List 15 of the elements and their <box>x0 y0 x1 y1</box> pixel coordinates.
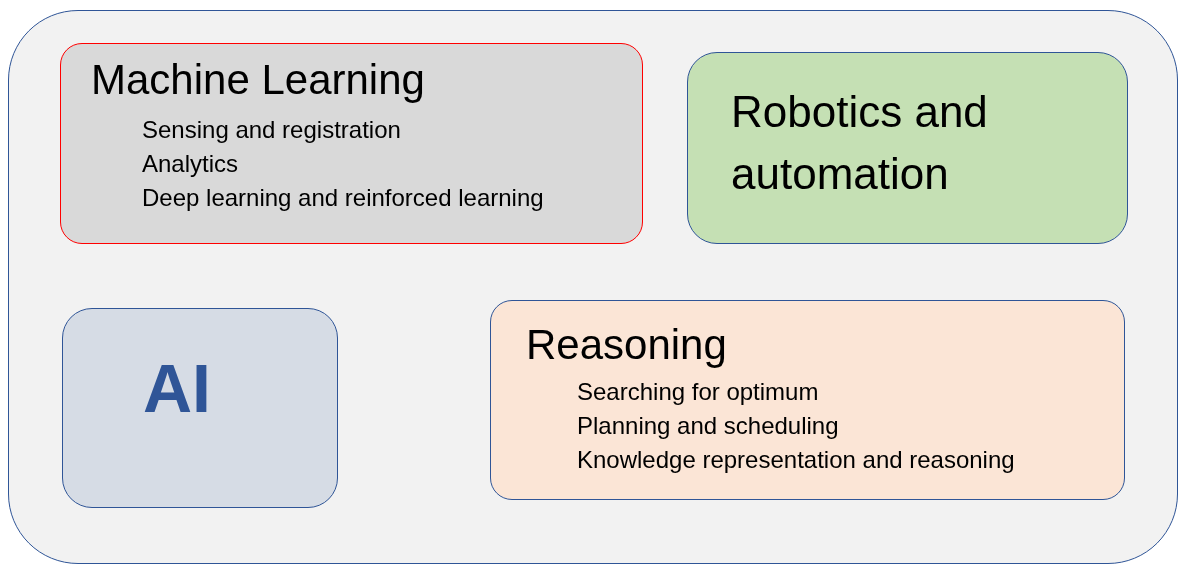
box-title: Reasoning <box>526 321 727 369</box>
category-box <box>687 52 1128 244</box>
list-item: Analytics <box>142 150 239 178</box>
category-box <box>490 300 1125 500</box>
box-title: Machine Learning <box>91 56 425 104</box>
list-item: Searching for optimum <box>577 378 819 406</box>
list-item: Planning and scheduling <box>577 412 839 440</box>
container-box <box>8 10 1178 564</box>
box-title: Robotics and automation <box>731 86 989 200</box>
list-item: Knowledge representation and reasoning <box>577 446 1015 474</box>
category-box <box>62 308 338 508</box>
list-item: Sensing and registration <box>142 116 401 144</box>
category-box <box>60 43 643 244</box>
list-item: Deep learning and reinforced learning <box>142 184 544 212</box>
box-title: AI <box>143 349 211 427</box>
